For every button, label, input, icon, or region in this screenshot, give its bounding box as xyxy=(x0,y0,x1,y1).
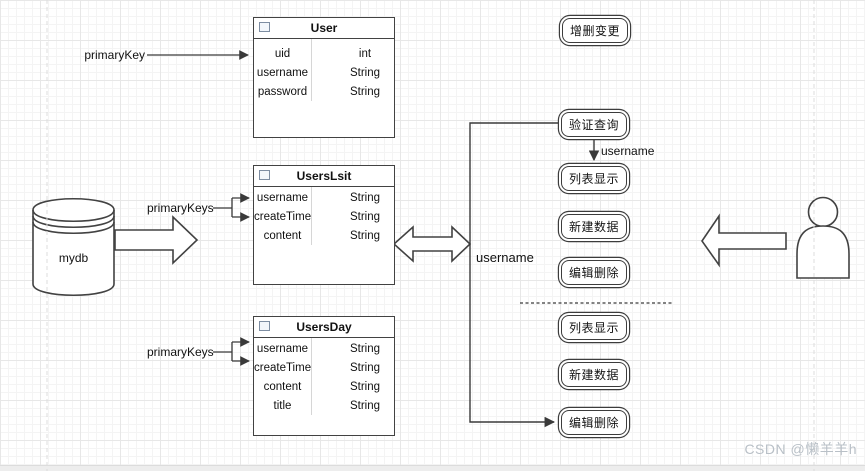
block-arrow-right-icon xyxy=(114,215,199,265)
action-edit-delete-1: 编辑删除 xyxy=(561,260,627,285)
field-name: username xyxy=(256,66,309,79)
primary-keys-bracket-usersday xyxy=(213,337,250,366)
column-divider xyxy=(311,39,312,101)
column-divider xyxy=(311,187,312,245)
database-cylinder-icon xyxy=(32,198,115,296)
field-name: username xyxy=(256,342,309,355)
table-row: createTime String xyxy=(254,207,394,226)
username-link-label: username xyxy=(476,250,534,265)
table-body: uid int username String password String xyxy=(254,39,394,101)
action-new-data-1: 新建数据 xyxy=(561,214,627,239)
table-row: content String xyxy=(254,226,394,245)
field-name: uid xyxy=(274,47,291,60)
collapse-icon[interactable] xyxy=(259,22,270,32)
field-type: String xyxy=(349,210,381,223)
block-arrow-both-icon xyxy=(392,225,472,263)
field-type: String xyxy=(349,380,381,393)
flow-connector xyxy=(469,122,561,428)
action-edit-delete-2: 编辑删除 xyxy=(561,410,627,435)
field-name: createTime xyxy=(254,210,312,223)
table-row: content String xyxy=(254,377,394,396)
field-type: String xyxy=(349,229,381,242)
field-type: String xyxy=(349,361,381,374)
field-type: String xyxy=(349,85,381,98)
table-row: createTime String xyxy=(254,358,394,377)
table-header: UsersDay xyxy=(254,317,394,338)
table-header: UsersLsit xyxy=(254,166,394,187)
field-name: password xyxy=(257,85,308,98)
username-flow-label: username xyxy=(601,144,655,158)
collapse-icon[interactable] xyxy=(259,321,270,331)
field-name: createTime xyxy=(254,361,312,374)
action-verify-query: 验证查询 xyxy=(561,112,627,137)
entity-table-user: User uid int username String password St… xyxy=(253,17,395,138)
primary-keys-label-userslsit: primaryKeys xyxy=(147,201,214,215)
table-header: User xyxy=(254,18,394,39)
column-divider xyxy=(311,338,312,415)
table-row: password String xyxy=(254,82,394,101)
action-add-delete-change: 增删变更 xyxy=(562,18,628,43)
table-body: username String createTime String conten… xyxy=(254,338,394,415)
action-list-display-2: 列表显示 xyxy=(561,315,627,340)
database-label: mydb xyxy=(58,251,89,265)
table-row: title String xyxy=(254,396,394,415)
table-row: username String xyxy=(254,63,394,82)
entity-table-userslsit: UsersLsit username String createTime Str… xyxy=(253,165,395,285)
table-row: username String xyxy=(254,188,394,207)
primary-keys-bracket-userslsit xyxy=(213,193,250,222)
field-type: String xyxy=(349,342,381,355)
action-list-display-1: 列表显示 xyxy=(561,166,627,191)
csdn-watermark: CSDN @懒羊羊h xyxy=(744,441,857,457)
action-new-data-2: 新建数据 xyxy=(561,362,627,387)
collapse-icon[interactable] xyxy=(259,170,270,180)
field-type: String xyxy=(349,399,381,412)
table-title: UsersDay xyxy=(296,320,352,334)
field-name: title xyxy=(273,399,292,412)
field-type: String xyxy=(349,66,381,79)
block-arrow-left-icon xyxy=(701,213,787,268)
field-type: String xyxy=(349,191,381,204)
entity-table-usersday: UsersDay username String createTime Stri… xyxy=(253,316,395,436)
primary-key-label: primaryKey xyxy=(84,48,145,62)
actor-icon xyxy=(796,196,850,279)
field-name: username xyxy=(256,191,309,204)
table-title: User xyxy=(310,21,338,35)
field-name: content xyxy=(263,380,302,393)
bottom-edge xyxy=(0,465,865,471)
table-title: UsersLsit xyxy=(296,169,352,183)
table-body: username String createTime String conten… xyxy=(254,187,394,245)
table-row: uid int xyxy=(254,44,394,63)
table-row: username String xyxy=(254,339,394,358)
field-name: content xyxy=(263,229,302,242)
field-type: int xyxy=(358,47,372,60)
primary-keys-label-usersday: primaryKeys xyxy=(147,345,214,359)
